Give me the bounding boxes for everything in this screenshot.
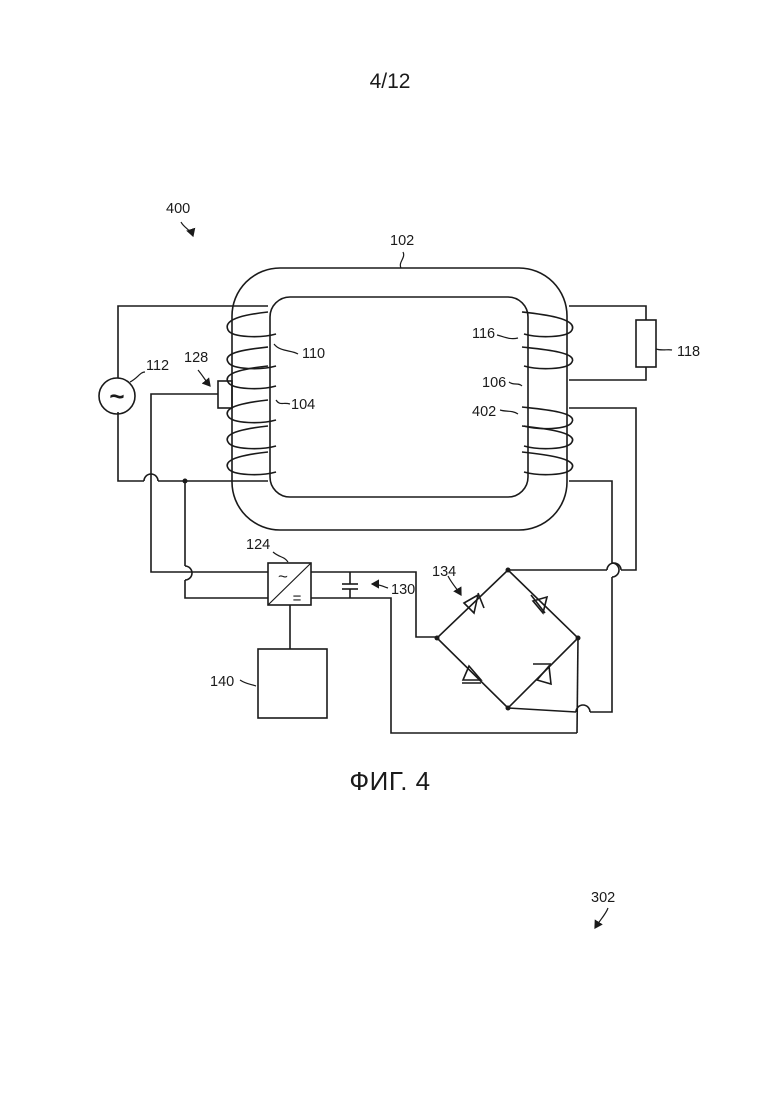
label-110: 110 xyxy=(302,346,325,362)
label-102: 102 xyxy=(390,233,414,249)
label-116: 116 xyxy=(472,326,495,342)
label-402: 402 xyxy=(472,404,496,420)
label-302: 302 xyxy=(591,890,615,906)
label-112: 112 xyxy=(146,358,169,374)
label-118: 118 xyxy=(677,344,700,360)
label-134: 134 xyxy=(432,564,456,580)
diode-upper-right xyxy=(531,595,547,613)
label-130: 130 xyxy=(391,582,415,598)
capacitor-130 xyxy=(311,572,577,733)
label-104: 104 xyxy=(291,397,315,413)
secondary-winding-coils xyxy=(522,312,573,475)
primary-winding-coils xyxy=(227,312,276,475)
ac-source-glyph: ~ xyxy=(109,381,124,411)
converter-124: ~ = xyxy=(268,563,311,649)
figure-caption: ФИГ. 4 xyxy=(0,766,780,797)
converter-dc-glyph: = xyxy=(293,590,302,607)
label-400: 400 xyxy=(166,201,190,217)
label-140: 140 xyxy=(210,674,234,690)
transformer-core xyxy=(232,268,567,530)
ac-source: ~ xyxy=(99,378,135,414)
block-140 xyxy=(258,649,327,718)
label-106: 106 xyxy=(482,375,506,391)
diode-lower-left xyxy=(462,666,481,683)
load-118 xyxy=(569,306,656,380)
leader-lines xyxy=(130,222,672,928)
label-124: 124 xyxy=(246,537,270,553)
label-128: 128 xyxy=(184,350,208,366)
converter-ac-glyph: ~ xyxy=(278,567,288,586)
